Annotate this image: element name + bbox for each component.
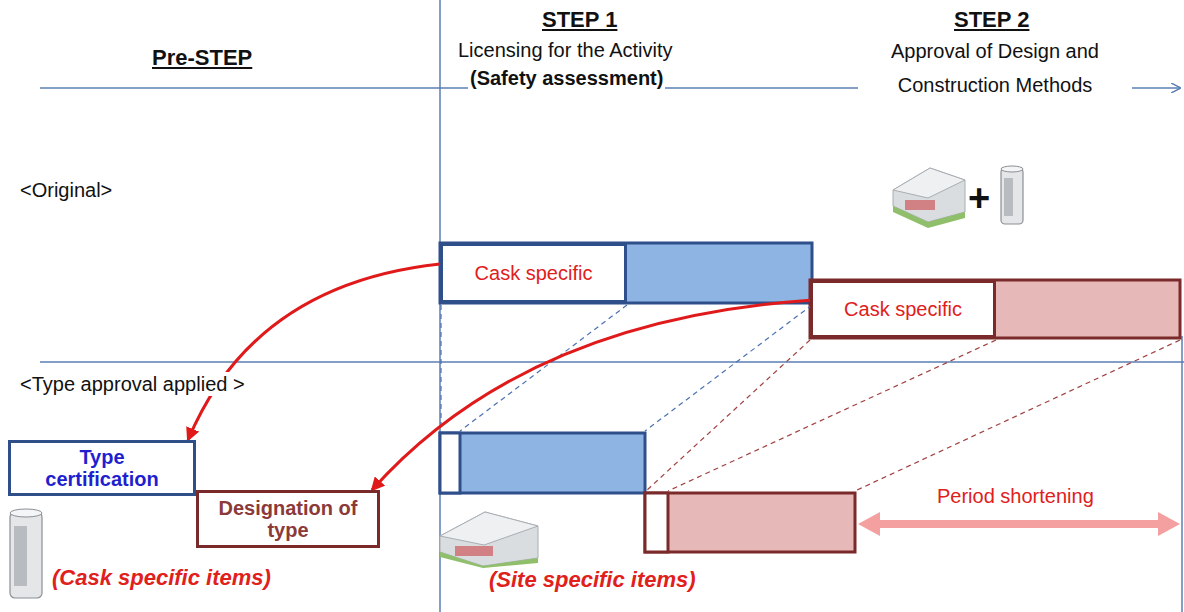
text-label: Approval of Design and Construction Meth…	[858, 34, 1132, 102]
box-text: Cask specific	[844, 298, 962, 320]
facility-illustration	[893, 168, 965, 228]
text-label: <Type approval applied >	[18, 372, 247, 396]
text-label: Period shortening	[935, 484, 1096, 508]
process-box: Cask specific	[440, 243, 627, 303]
text-label: <Original>	[18, 178, 114, 202]
curved-arrow	[188, 264, 440, 440]
step1-bar	[440, 243, 812, 303]
box-text: Cask specific	[475, 262, 593, 284]
box-text: Type certification	[35, 446, 170, 490]
step1-small-box	[440, 433, 460, 493]
text-label: (Site specific items)	[487, 568, 698, 592]
step2-bar	[645, 493, 855, 552]
cask-illustration	[10, 509, 42, 598]
process-box: Cask specific	[810, 280, 996, 338]
text-label: Licensing for the Activity	[456, 38, 675, 62]
text-label: STEP 1	[540, 8, 619, 32]
text-label: (Cask specific items)	[50, 566, 273, 590]
curved-arrow	[372, 300, 810, 490]
text-label: +	[966, 178, 992, 218]
step2-small-box	[645, 493, 668, 552]
step1-bar	[440, 433, 645, 493]
text-label: (Safety assessment)	[468, 66, 665, 90]
cask-illustration	[1001, 166, 1023, 224]
divider-line	[439, 0, 441, 612]
divider-line	[1181, 336, 1183, 612]
divider-line	[40, 361, 1184, 363]
process-box: Type certification	[8, 440, 196, 496]
step2-bar	[810, 280, 1180, 338]
period-arrow	[858, 512, 1180, 536]
process-box: Designation of type	[196, 490, 380, 548]
box-text: Designation of type	[218, 497, 358, 541]
text-label: Pre-STEP	[150, 46, 254, 70]
facility-illustration	[440, 512, 538, 568]
text-label: STEP 2	[952, 8, 1031, 32]
